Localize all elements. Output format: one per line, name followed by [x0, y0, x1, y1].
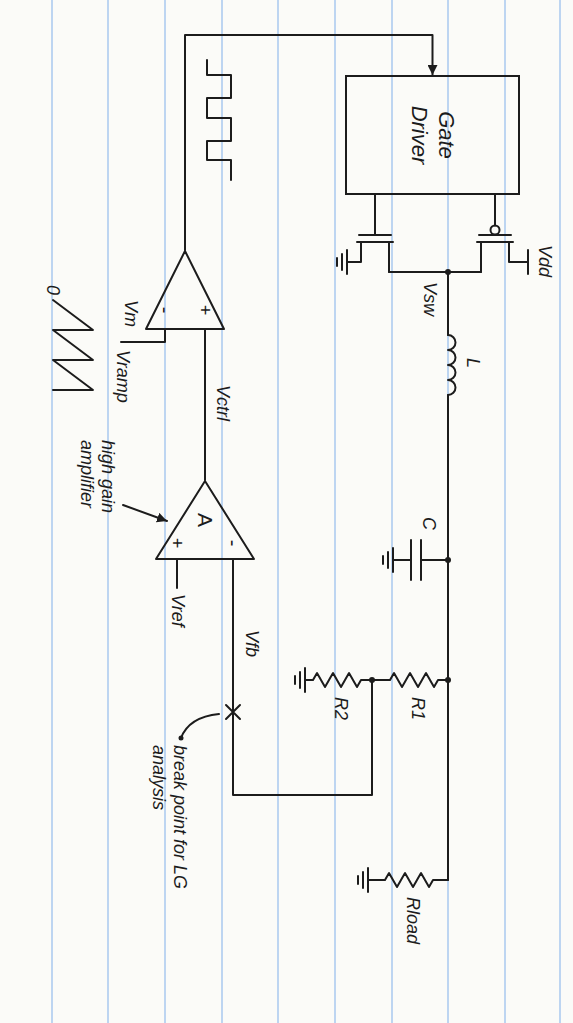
- component-label: Rload: [402, 897, 423, 944]
- pmos-channel: [477, 241, 513, 243]
- ramp-waveform: [53, 300, 93, 390]
- node-label: Vsw: [419, 282, 440, 316]
- input-sign: -: [155, 307, 175, 314]
- input-sign: +: [196, 305, 214, 316]
- ground-symbol: [337, 250, 347, 274]
- nmos-gate-plate: [359, 234, 391, 236]
- signal-label: Vctrl: [212, 385, 233, 421]
- gate-driver-box: Gate Driver: [345, 75, 520, 195]
- triangle-outline: [145, 250, 225, 330]
- ruled-line: [559, 0, 561, 1023]
- ruled-line: [51, 0, 53, 1023]
- signal-label: Vm: [120, 300, 141, 327]
- component-label: R1: [407, 697, 428, 720]
- feedback-wire: [233, 560, 372, 795]
- ground-symbol: [383, 548, 393, 572]
- component-label: R2: [330, 697, 351, 720]
- ruled-line: [334, 0, 336, 1023]
- resistor-symbol: [305, 673, 372, 687]
- junction-dot: [369, 677, 375, 683]
- resistor-symbol: [372, 673, 448, 687]
- annotation-note: high gain amplifier: [77, 440, 118, 555]
- pmos-source-lead: [509, 242, 528, 262]
- resistor-symbol: [368, 873, 448, 887]
- capacitor-lead: [421, 559, 448, 561]
- ruled-line: [391, 0, 393, 1023]
- nmos-source-lead: [347, 242, 361, 262]
- ruled-line: [164, 0, 166, 1023]
- component-label: L: [462, 358, 483, 368]
- leader-dot: [179, 736, 184, 741]
- gain-symbol: A: [195, 513, 216, 527]
- signal-label: Vref: [167, 594, 188, 627]
- ramp-input-wire: [121, 330, 165, 342]
- amplifier-triangle: [156, 481, 254, 559]
- component-label: C: [418, 517, 439, 530]
- leader-line: [181, 714, 219, 738]
- signal-label: Vfb: [241, 630, 262, 657]
- signal-wire: [185, 35, 433, 250]
- nmos-drain-lead: [388, 242, 390, 272]
- junction-dot: [445, 677, 451, 683]
- supply-label: Vdd: [534, 245, 555, 277]
- supply-rail-symbol: [527, 250, 529, 274]
- signal-wire: [204, 330, 206, 480]
- ground-symbol: [295, 668, 305, 692]
- pmos-gate-bubble: [491, 226, 500, 235]
- switch-node-wire: [389, 271, 481, 273]
- leader-arrow: [123, 505, 167, 521]
- annotation-note: break point for LG analysis: [149, 745, 190, 895]
- ruled-lines: [52, 0, 560, 1023]
- break-point-mark: [226, 705, 240, 719]
- output-rail: [447, 395, 449, 880]
- ground-symbol: [358, 868, 368, 892]
- junction-dot: [445, 269, 451, 275]
- gate-drive-wire: [374, 195, 376, 235]
- pwm-waveform: [207, 60, 231, 180]
- inductor-symbol: [448, 335, 456, 395]
- nmos-channel: [357, 241, 393, 243]
- input-sign: -: [223, 540, 243, 547]
- junction-dot: [445, 557, 451, 563]
- amplifier-symbol: A - +: [155, 480, 255, 560]
- amplifier-triangle: [146, 251, 224, 329]
- gate-drive-wire: [494, 195, 496, 226]
- input-sign: +: [168, 538, 186, 549]
- axis-label: 0: [42, 285, 63, 295]
- reference-wire: [176, 560, 178, 588]
- pmos-gate-plate: [479, 234, 511, 236]
- capacitor-symbol: [411, 540, 421, 580]
- capacitor-lead: [393, 559, 411, 561]
- switch-node-wire: [447, 272, 449, 335]
- ruled-line: [221, 0, 223, 1023]
- box-title: Gate Driver: [406, 93, 459, 177]
- pmos-drain-lead: [480, 242, 482, 272]
- ruled-line: [504, 0, 506, 1023]
- ruled-line: [277, 0, 279, 1023]
- signal-label: Vramp: [112, 350, 133, 403]
- comparator-symbol: +-: [145, 250, 225, 330]
